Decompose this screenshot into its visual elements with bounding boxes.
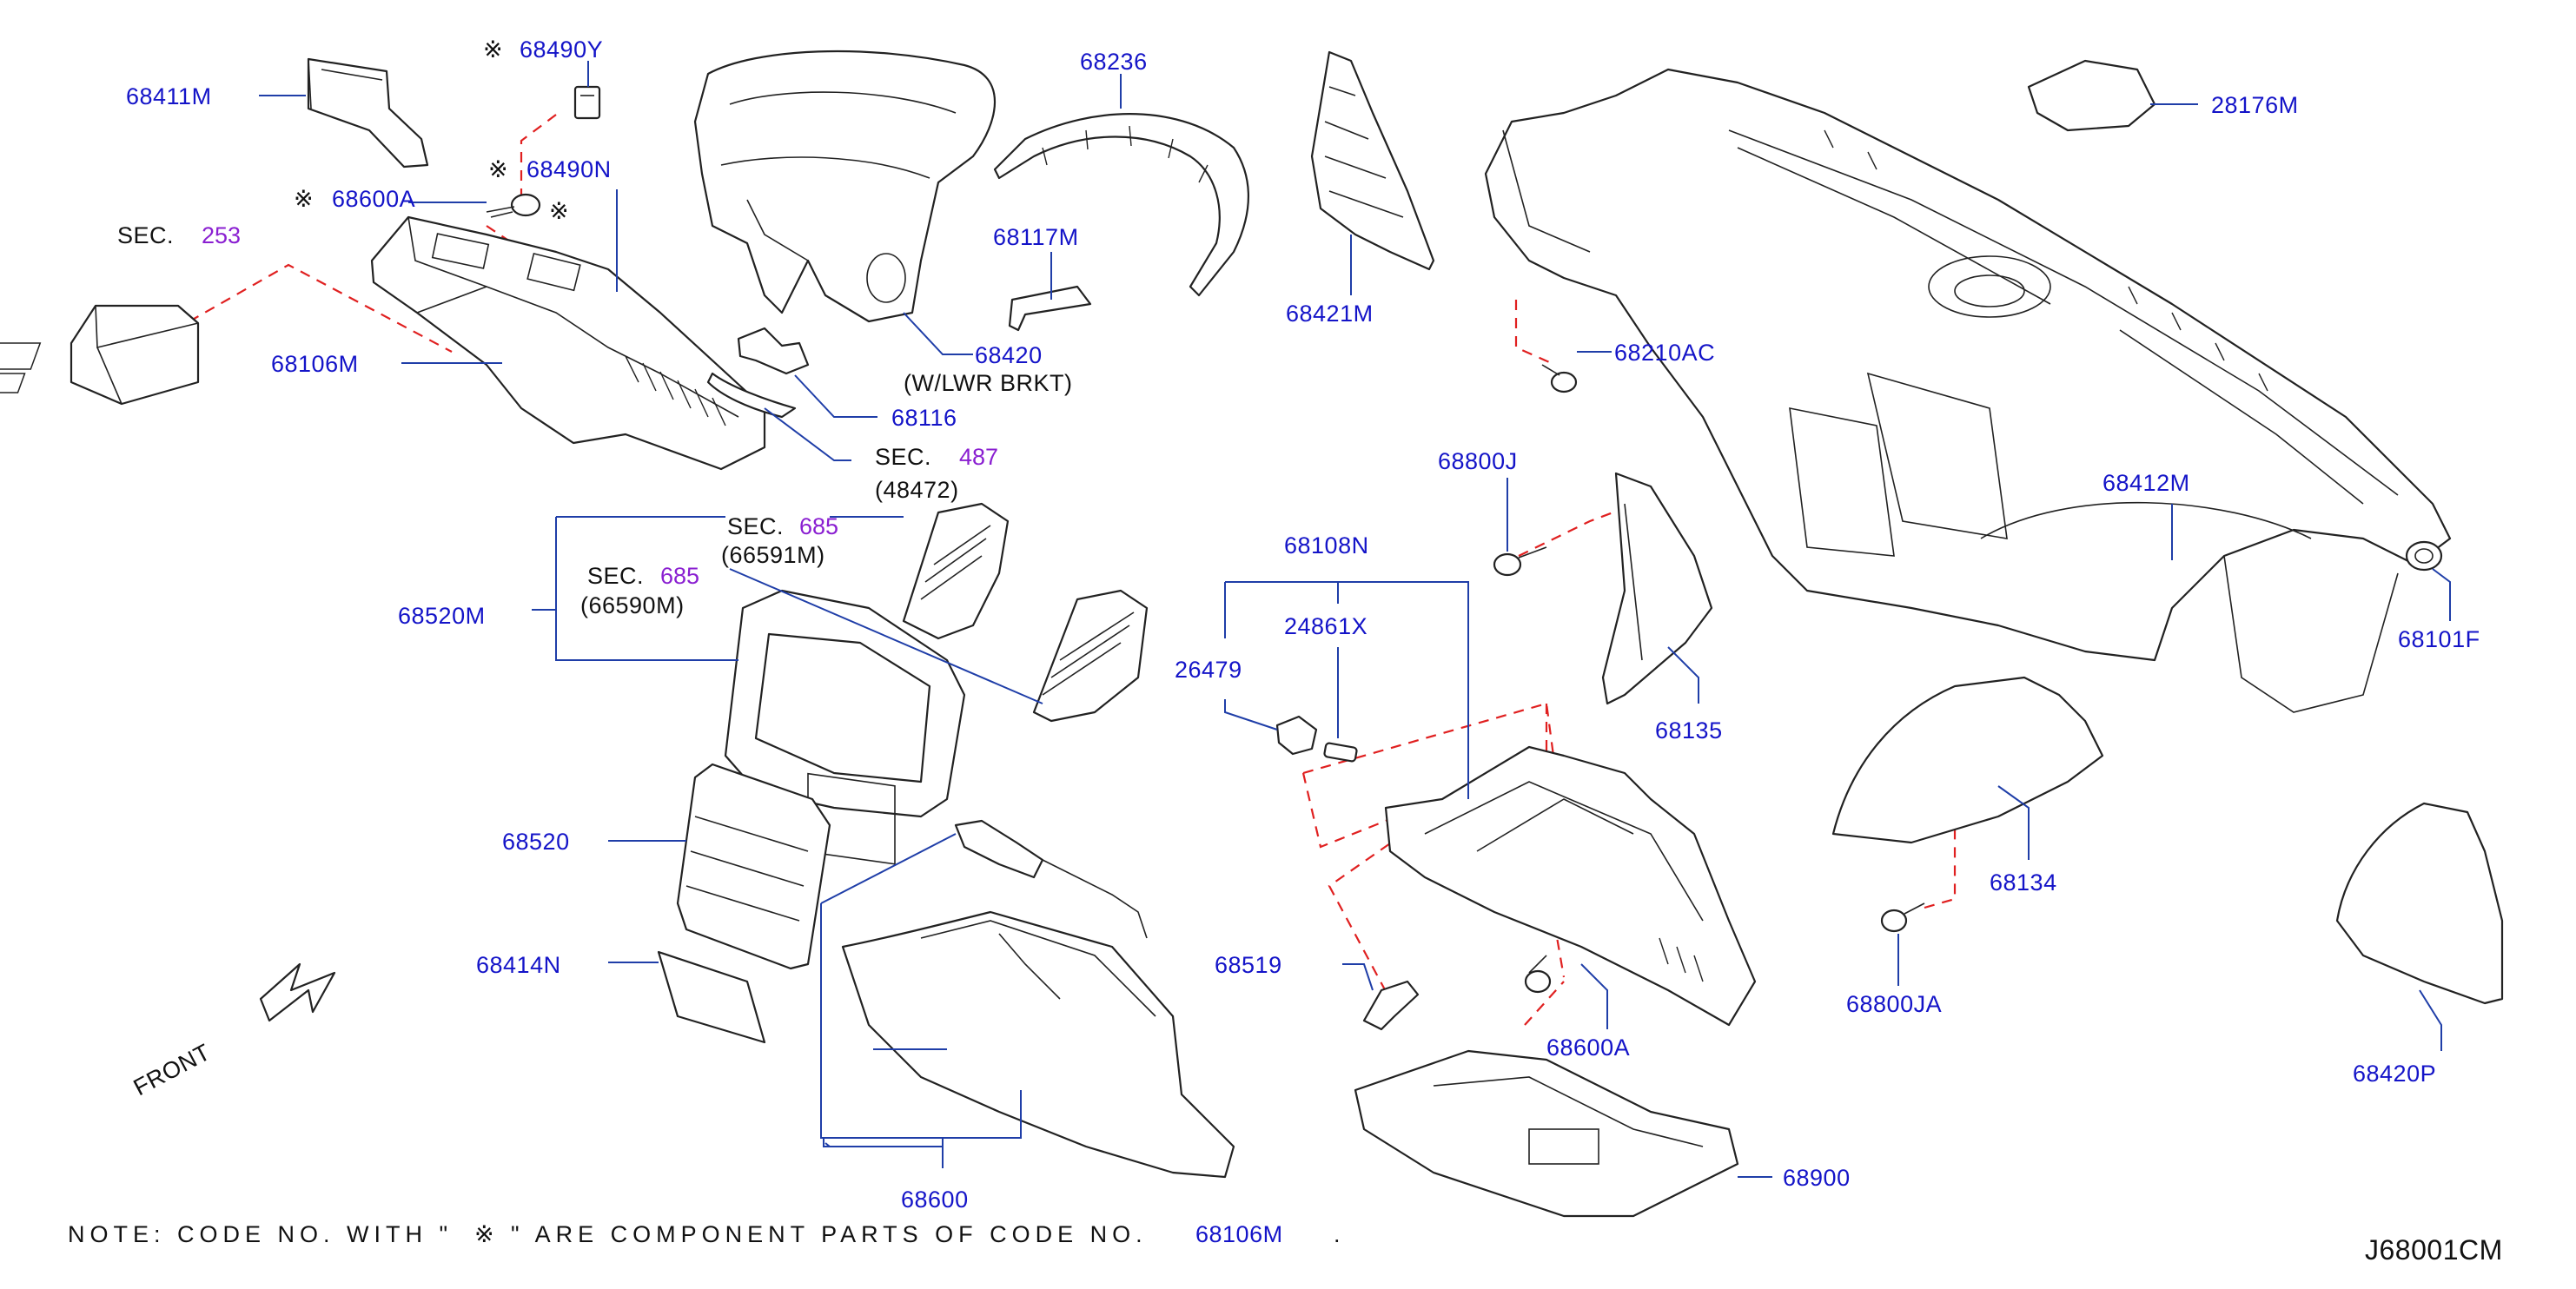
note-prefix: NOTE: CODE NO. WITH ": [68, 1221, 453, 1247]
finisher-68411m-part: [307, 57, 429, 169]
label-68411m: 68411M: [126, 83, 212, 109]
label-26479: 26479: [1175, 657, 1242, 683]
label-68600: 68600: [901, 1187, 969, 1213]
label-68134: 68134: [1990, 869, 2057, 896]
label-68108n: 68108N: [1284, 532, 1369, 559]
label-sec685a-prefix: SEC.: [727, 513, 784, 539]
asterisk-68490n: ※: [488, 156, 508, 182]
note-code: 68106M: [1195, 1221, 1283, 1247]
console-68106m-part: [370, 215, 766, 471]
label-68800ja: 68800JA: [1846, 991, 1942, 1017]
label-68106m: 68106M: [271, 351, 359, 377]
label-sec685b-prefix: SEC.: [587, 563, 644, 589]
label-sec685b-sub: (66590M): [580, 592, 685, 618]
label-68600a-top: 68600A: [332, 186, 415, 212]
bracket-68117m-part: [1008, 285, 1092, 332]
label-68520: 68520: [502, 829, 570, 855]
lamp-26479-part: [1275, 715, 1318, 756]
label-68412m: 68412M: [2103, 470, 2190, 496]
label-68117m: 68117M: [993, 224, 1079, 250]
note-suffix: .: [1334, 1221, 1341, 1247]
label-68420p: 68420P: [2353, 1061, 2436, 1087]
label-68420: 68420: [975, 342, 1043, 368]
label-68600a-bottom: 68600A: [1546, 1035, 1630, 1061]
cluster-hood-68420-part: [693, 50, 996, 323]
finisher-68236-part: [993, 113, 1249, 297]
label-68236: 68236: [1080, 49, 1148, 75]
label-sec685a-sub: (66591M): [721, 542, 825, 568]
side-lid-68420p-part: [2335, 802, 2504, 1005]
asterisk-68600a: ※: [294, 186, 314, 212]
tray-68900-part: [1354, 1049, 1739, 1218]
label-68101f: 68101F: [2398, 626, 2480, 652]
label-68490n: 68490N: [526, 156, 612, 182]
clip-68490y-part: [573, 85, 601, 120]
label-68135: 68135: [1655, 717, 1723, 744]
stopper-68519-part: [1362, 980, 1420, 1031]
label-68421m: 68421M: [1286, 301, 1374, 327]
clip-68101f-part: [2405, 540, 2443, 572]
side-cover-68135-part: [1601, 472, 1713, 705]
note-asterisk: ※: [474, 1221, 494, 1247]
label-sec253-prefix: SEC.: [117, 222, 174, 248]
label-sec487-num: 487: [959, 444, 998, 470]
label-68800j: 68800J: [1438, 448, 1518, 474]
note-line: NOTE: CODE NO. WITH " ※ " ARE COMPONENT …: [68, 1221, 1341, 1247]
label-68116: 68116: [891, 405, 957, 431]
lower-cover-68134-part: [1831, 676, 2104, 844]
glovebox-lock-rod-part: [954, 819, 1148, 939]
finisher-68414n-part: [657, 950, 766, 1044]
label-68490y: 68490Y: [520, 36, 603, 63]
bezel-68520-part: [676, 763, 831, 970]
bracket-68116-part: [737, 327, 810, 375]
asterisk-68490y: ※: [483, 36, 503, 63]
asterisk-bracket: ※: [549, 198, 569, 224]
label-sec685b-num: 685: [660, 563, 699, 589]
label-68420-note: (W/LWR BRKT): [904, 370, 1072, 396]
label-sec253-num: 253: [202, 222, 241, 248]
screw-68600a-top-part: [486, 193, 541, 218]
screw-68800ja-part: [1880, 902, 1925, 933]
label-68900: 68900: [1783, 1165, 1851, 1191]
socket-24861x-part: [1323, 742, 1358, 763]
screw-68800j-part: [1493, 546, 1547, 577]
switch-module-part: [0, 304, 200, 406]
screw-68210ac-part: [1541, 364, 1578, 393]
label-68414n: 68414N: [476, 952, 561, 978]
diagram-code: J68001CM: [2365, 1234, 2503, 1266]
screw-68600a-bottom-part: [1524, 955, 1552, 994]
label-24861x: 24861X: [1284, 613, 1367, 639]
side-panel-68421m-part: [1310, 50, 1435, 271]
vent-sec685-lower-part: [1032, 589, 1149, 723]
vent-sec685-upper-part: [902, 502, 1010, 640]
cluster-lid-68520m-part: [724, 589, 966, 865]
label-28176m: 28176M: [2211, 92, 2299, 118]
label-68520m: 68520M: [398, 603, 486, 629]
label-68519: 68519: [1215, 952, 1282, 978]
note-middle: " ARE COMPONENT PARTS OF CODE NO.: [511, 1221, 1148, 1247]
label-68210ac: 68210AC: [1614, 340, 1715, 366]
label-sec487-sub: (48472): [875, 477, 959, 503]
front-arrow-icon: [259, 962, 336, 1022]
instrument-panel-68412m-part: [1484, 68, 2452, 713]
label-sec685a-num: 685: [799, 513, 838, 539]
glove-box-housing-68108n-part: [1384, 745, 1757, 1027]
glove-box-68600-part: [841, 910, 1235, 1179]
cover-sec487-part: [706, 372, 797, 419]
pad-28176m-part: [2027, 59, 2156, 132]
leader-lines: [259, 61, 2451, 1178]
part-labels: 68411M ※ 68490Y ※ 68490N ※ 68600A ※ SEC.…: [117, 36, 2480, 1213]
front-label: FRONT: [129, 1039, 215, 1101]
label-sec487-prefix: SEC.: [875, 444, 931, 470]
